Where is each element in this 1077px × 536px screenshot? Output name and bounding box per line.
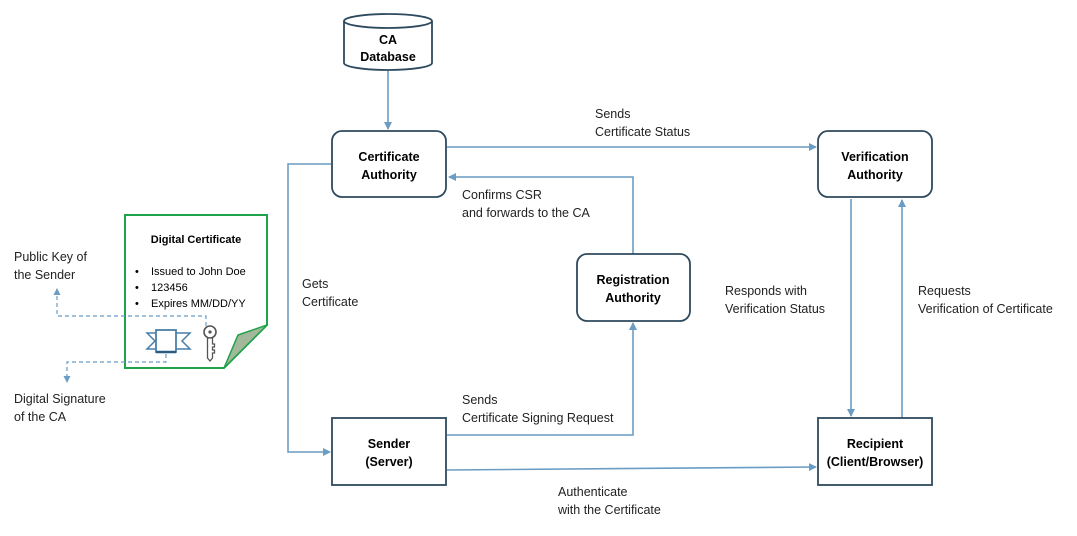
- digital-signature-label-line1: Digital Signature: [14, 392, 106, 406]
- sender-node: Sender (Server): [331, 417, 447, 486]
- recipient-label-line2: (Client/Browser): [827, 455, 924, 469]
- certificate-authority-label-line1: Certificate: [358, 150, 419, 164]
- sender-label-line1: Sender: [368, 437, 411, 451]
- label-confirms-csr-line1: Confirms CSR: [462, 188, 542, 202]
- public-key-leader: [53, 288, 207, 326]
- verification-authority-label-line2: Authority: [847, 168, 903, 182]
- certificate-bullet: •: [135, 282, 139, 294]
- label-responds-verification-line2: Verification Status: [725, 302, 825, 316]
- label-confirms-csr: Confirms CSR and forwards to the CA: [462, 188, 591, 220]
- signature-seal-icon: [145, 329, 192, 354]
- label-requests-verification-line1: Requests: [918, 284, 971, 298]
- digital-signature-label: Digital Signature of the CA: [14, 392, 106, 424]
- ca-database-label-line1: CA: [379, 33, 397, 47]
- verification-authority-label-line1: Verification: [841, 150, 908, 164]
- label-gets-certificate-line1: Gets: [302, 277, 328, 291]
- certificate-item-number: 123456: [151, 282, 188, 294]
- label-responds-verification-line1: Responds with: [725, 284, 807, 298]
- label-sends-certificate-status-line2: Certificate Status: [595, 125, 690, 139]
- label-gets-certificate-line2: Certificate: [302, 295, 358, 309]
- public-key-label-line1: Public Key of: [14, 250, 87, 264]
- edge-ra-to-ca: [448, 173, 634, 254]
- label-sends-csr: Sends Certificate Signing Request: [462, 393, 614, 425]
- registration-authority-node: Registration Authority: [576, 253, 691, 322]
- edge-ca-to-sender: [287, 163, 331, 456]
- label-responds-verification: Responds with Verification Status: [725, 284, 825, 316]
- ca-database-node: CA Database: [343, 13, 433, 71]
- label-authenticate-line1: Authenticate: [558, 485, 628, 499]
- label-sends-csr-line2: Certificate Signing Request: [462, 411, 614, 425]
- edge-sender-to-ra: [447, 322, 637, 436]
- label-sends-certificate-status-line1: Sends: [595, 107, 630, 121]
- sender-label-line2: (Server): [365, 455, 412, 469]
- label-confirms-csr-line2: and forwards to the CA: [462, 206, 591, 220]
- registration-authority-label-line1: Registration: [597, 273, 670, 287]
- edge-sender-to-recipient: [446, 463, 817, 472]
- recipient-label-line1: Recipient: [847, 437, 904, 451]
- certificate-item-expires: Expires MM/DD/YY: [151, 298, 246, 310]
- digital-certificate: Digital Certificate • Issued to John Doe…: [124, 214, 268, 369]
- label-authenticate-line2: with the Certificate: [557, 503, 661, 517]
- label-sends-csr-line1: Sends: [462, 393, 497, 407]
- public-key-label-line2: the Sender: [14, 268, 75, 282]
- certificate-fold: [223, 324, 268, 369]
- label-sends-certificate-status: Sends Certificate Status: [595, 107, 690, 139]
- certificate-authority-node: Certificate Authority: [331, 130, 447, 198]
- registration-authority-label-line2: Authority: [605, 291, 661, 305]
- verification-authority-node: Verification Authority: [817, 130, 933, 198]
- ca-database-label-line2: Database: [360, 50, 416, 64]
- signature-leader: [63, 354, 167, 383]
- digital-signature-label-line2: of the CA: [14, 410, 67, 424]
- label-gets-certificate: Gets Certificate: [302, 277, 358, 309]
- label-requests-verification-line2: Verification of Certificate: [918, 302, 1053, 316]
- public-key-label: Public Key of the Sender: [14, 250, 87, 282]
- certificate-authority-label-line2: Authority: [361, 168, 417, 182]
- recipient-node: Recipient (Client/Browser): [817, 417, 933, 486]
- certificate-item-issued: Issued to John Doe: [151, 266, 246, 278]
- label-requests-verification: Requests Verification of Certificate: [918, 284, 1053, 316]
- label-authenticate: Authenticate with the Certificate: [557, 485, 661, 517]
- certificate-bullet: •: [135, 266, 139, 278]
- certificate-bullet: •: [135, 298, 139, 310]
- certificate-title: Digital Certificate: [151, 234, 241, 246]
- key-icon: [203, 325, 217, 363]
